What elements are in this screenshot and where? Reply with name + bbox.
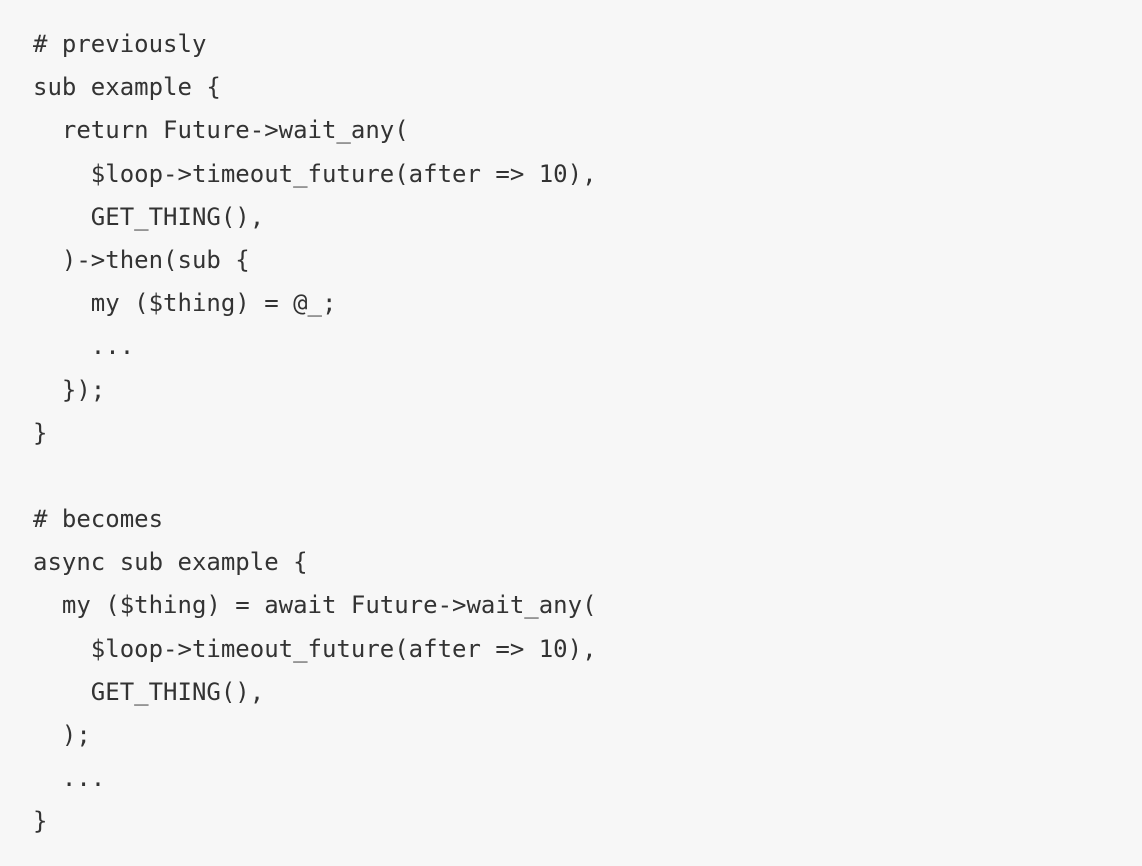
code-line: sub example { (33, 73, 221, 102)
code-line: $loop->timeout_future(after => 10), (33, 634, 597, 663)
code-line: GET_THING(), (33, 202, 265, 231)
code-line: } (33, 418, 48, 447)
code-line: ); (33, 721, 91, 749)
code-line: # becomes (33, 505, 164, 534)
code-line: async sub example { (33, 548, 308, 577)
code-line: } (33, 807, 48, 836)
code-line: # previously (33, 30, 207, 58)
code-line: GET_THING(), (33, 677, 265, 706)
code-line: return Future->wait_any( (33, 116, 409, 145)
code-line: $loop->timeout_future(after => 10), (33, 159, 597, 188)
code-line: }); (33, 375, 106, 404)
code-line: )->then(sub { (33, 245, 250, 274)
code-line: ... (33, 332, 135, 361)
code-line: my ($thing) = @_; (33, 289, 337, 318)
code-line (33, 455, 1142, 498)
code-line: ... (33, 764, 106, 793)
code-line: my ($thing) = await Future->wait_any( (33, 591, 597, 620)
